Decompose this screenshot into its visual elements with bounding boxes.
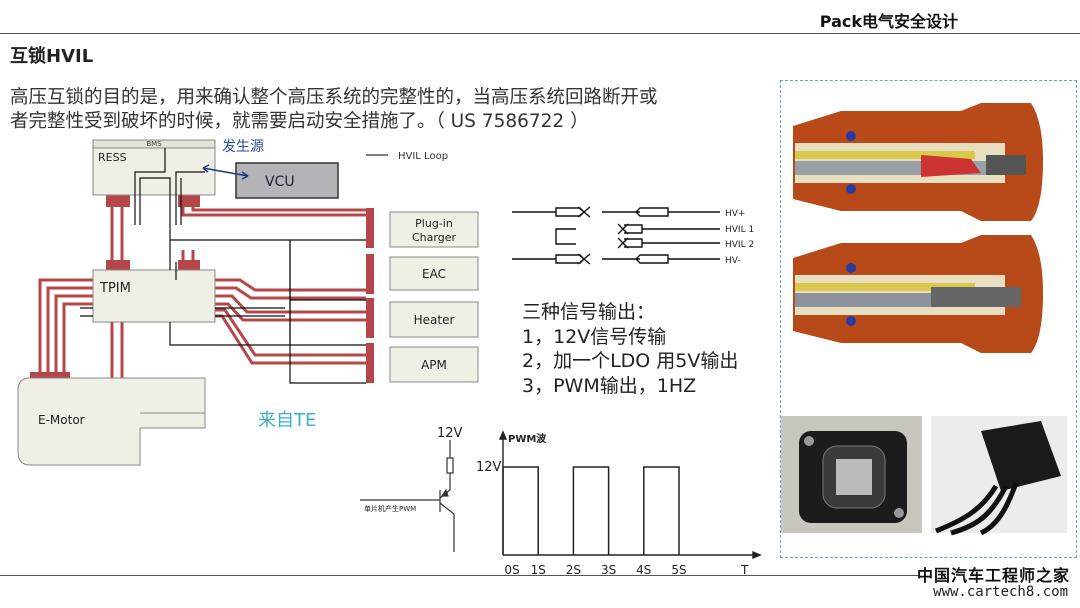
vcu-label: VCU xyxy=(265,174,295,190)
signal-item: 2，加一个LDO 用5V输出 xyxy=(522,350,739,372)
connector-housing-photo xyxy=(781,416,922,533)
connector-photos-panel xyxy=(780,80,1077,558)
pwm-x-tick: 4S xyxy=(636,563,651,577)
bms-label: BMS xyxy=(146,140,162,148)
connector-blocks xyxy=(30,195,374,383)
section-header: Pack电气安全设计 xyxy=(819,12,958,31)
intro-paragraph: 高压互锁的目的是，用来确认整个高压系统的完整性的，当高压系统回路断开或 者完整性… xyxy=(10,86,770,134)
connector-photos xyxy=(781,103,1067,536)
connector-cutaway-photo-1 xyxy=(793,103,1043,221)
legend-hvil-loop: HVIL Loop xyxy=(398,151,448,162)
tpim-label: TPIM xyxy=(99,281,131,296)
pwm-x-axis-label: T xyxy=(740,563,749,577)
apm-label: APM xyxy=(421,358,447,372)
vcu-box xyxy=(235,162,339,199)
source-label: 发生源 xyxy=(222,139,264,155)
hvil-loop xyxy=(80,148,366,384)
apm-box xyxy=(389,346,479,383)
watermark-name: 中国汽车工程师之家 xyxy=(916,566,1070,585)
tpim-box xyxy=(92,269,216,323)
pwm-x-tick: 0S xyxy=(504,563,519,577)
charger-label-2: Charger xyxy=(412,231,456,244)
signal-outputs: 三种信号输出： 1，12V信号传输 2，加一个LDO 用5V输出 3，PWM输出… xyxy=(522,300,738,398)
pwm-level-label: 12V xyxy=(476,460,502,475)
pwm-input-label: 单片机产生PWM xyxy=(364,504,416,513)
pwm-x-tick: 5S xyxy=(671,563,686,577)
pwm-chart: PWM波 12V 0S 1S 2S 3S 4S 5S T xyxy=(476,430,762,577)
paragraph-line: 高压互锁的目的是，用来确认整个高压系统的完整性的，当高压系统回路断开或 xyxy=(10,87,658,108)
pwm-pulse xyxy=(572,466,610,555)
heater-label: Heater xyxy=(414,313,455,327)
pwm-axes xyxy=(498,430,762,560)
ress-box xyxy=(92,139,216,196)
pwm-x-tick: 3S xyxy=(601,563,616,577)
hvil-system-diagram: BMS RESS 发生源 VCU HVIL Loop TPIM E-Motor … xyxy=(17,139,479,466)
connector-schematic xyxy=(512,206,720,265)
charger-label-1: Plug-in xyxy=(415,217,453,230)
heater-box xyxy=(389,301,479,338)
vcu-link-arrow xyxy=(202,167,249,177)
pwm-x-tick: 1S xyxy=(531,563,546,577)
ress-label: RESS xyxy=(98,151,127,164)
eac-box xyxy=(389,256,479,291)
footer-divider xyxy=(0,575,920,576)
eac-label: EAC xyxy=(422,267,446,281)
charger-box xyxy=(389,211,479,248)
pwm-pulse xyxy=(502,466,539,555)
pwm-title: PWM波 xyxy=(508,432,547,445)
paragraph-line: 者完整性受到破坏的时候，就需要启动安全措施了。（ US 7586722 ） xyxy=(10,111,589,132)
line-label-hvil2: HVIL 2 xyxy=(725,240,754,250)
line-label-hvil1: HVIL 1 xyxy=(725,225,754,235)
motor-label: E-Motor xyxy=(38,413,85,427)
watermark-url: www.cartech8.com xyxy=(933,584,1068,600)
source-credit: 来自TE xyxy=(258,410,316,431)
pwm-x-tick: 2S xyxy=(566,563,581,577)
connector-cutaway-photo-2 xyxy=(793,235,1043,353)
line-label-hv-minus: HV- xyxy=(725,256,741,266)
connector-plug-photo xyxy=(931,416,1067,536)
supply-label: 12V xyxy=(437,426,463,441)
signal-heading: 三种信号输出： xyxy=(522,301,656,323)
slide-title: 互锁HVIL xyxy=(10,46,94,67)
signal-item: 1，12V信号传输 xyxy=(522,325,667,348)
header-divider xyxy=(0,33,1080,34)
transistor-circuit xyxy=(360,440,455,552)
pwm-pulse xyxy=(643,466,680,555)
line-label-hv-plus: HV+ xyxy=(725,209,745,219)
signal-item: 3，PWM输出，1HZ xyxy=(522,374,697,397)
motor-shape xyxy=(17,377,206,466)
